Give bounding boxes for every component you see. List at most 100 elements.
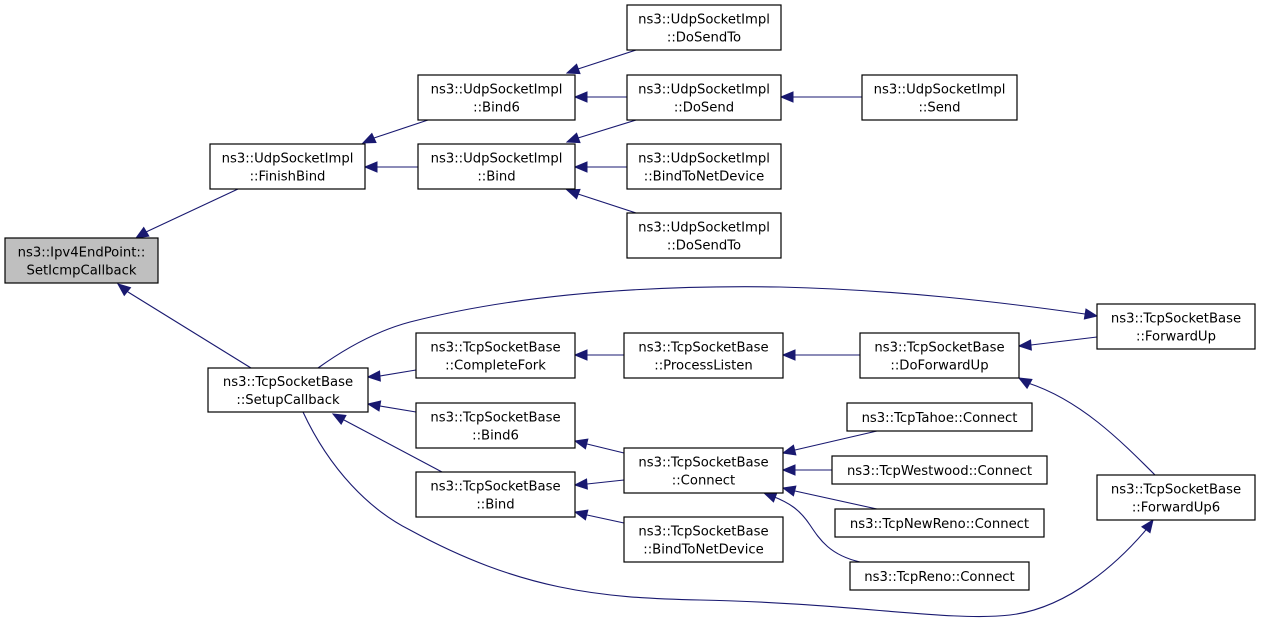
edge-udp_bind6-to-udp_finishbind	[361, 119, 429, 144]
node-label: ::Bind	[476, 498, 514, 513]
arrow-head-icon	[361, 132, 377, 144]
edge-line	[343, 419, 443, 473]
node-tcp-setupcallback[interactable]: ns3::TcpSocketBase::SetupCallback	[207, 367, 369, 413]
node-box	[846, 402, 1033, 432]
node-tcp-connect[interactable]: ns3::TcpSocketBase::Connect	[623, 447, 784, 494]
node-label: ::ForwardUp6	[1132, 501, 1220, 516]
arrow-head-icon	[573, 478, 588, 490]
node-label: ns3::UdpSocketImpl	[431, 152, 563, 167]
node-label: ns3::TcpSocketBase	[1111, 483, 1241, 498]
node-root[interactable]: ns3::Ipv4EndPoint::SetIcmpCallback	[4, 237, 159, 284]
edge-udp_bindtonetdevice-to-udp_bind	[573, 161, 627, 173]
node-tcp-forwardup6[interactable]: ns3::TcpSocketBase::ForwardUp6	[1096, 474, 1256, 521]
edge-line	[302, 411, 1146, 618]
edge-line	[127, 291, 252, 369]
node-label: ::DoSend	[674, 101, 734, 116]
arrow-head-icon	[134, 226, 150, 239]
arrow-head-icon	[779, 91, 794, 103]
node-label: ::FinishBind	[250, 170, 326, 185]
edge-udp_dosendto_2-to-udp_bind	[565, 188, 637, 214]
node-label: ns3::UdpSocketImpl	[431, 83, 563, 98]
arrow-head-icon	[781, 485, 797, 497]
arrow-head-icon	[565, 132, 581, 144]
node-tcp-bind[interactable]: ns3::TcpSocketBase::Bind	[415, 471, 576, 518]
node-label: ns3::TcpSocketBase	[223, 375, 353, 390]
node-newreno-connect[interactable]: ns3::TcpNewReno::Connect	[834, 508, 1045, 538]
node-udp-finishbind[interactable]: ns3::UdpSocketImpl::FinishBind	[209, 143, 366, 190]
node-udp-dosendto-2[interactable]: ns3::UdpSocketImpl::DoSendTo	[626, 212, 782, 259]
edge-reno_connect-to-tcp_connect	[762, 492, 861, 563]
arrow-head-icon	[781, 464, 796, 476]
edge-line	[586, 514, 625, 524]
arrow-head-icon	[781, 444, 797, 456]
edge-line	[586, 443, 625, 454]
node-box	[417, 74, 576, 121]
edge-tcp_setupcallback-to-root	[116, 283, 252, 369]
edge-line	[794, 490, 878, 510]
edge-line	[586, 479, 625, 485]
edge-line	[577, 119, 637, 139]
edge-line	[379, 405, 417, 413]
node-label: ::DoSendTo	[667, 239, 741, 254]
edge-tcp_setupcallback-to-tcp_forwardup	[317, 286, 1099, 369]
node-udp-bind6[interactable]: ns3::UdpSocketImpl::Bind6	[417, 74, 576, 121]
node-label: ::ForwardUp	[1136, 330, 1216, 345]
edge-tcp_completefork-to-tcp_setupcallback	[366, 369, 417, 382]
node-label: ::BindToNetDevice	[644, 170, 764, 185]
edge-line	[577, 193, 637, 214]
arrow-head-icon	[565, 63, 581, 75]
node-tcp-processlisten[interactable]: ns3::TcpSocketBase::ProcessListen	[623, 332, 784, 379]
node-box	[207, 367, 369, 413]
node-udp-dosend[interactable]: ns3::UdpSocketImpl::DoSend	[626, 74, 782, 121]
edge-line	[317, 286, 1086, 369]
edge-line	[1030, 336, 1098, 346]
node-label: ns3::TcpReno::Connect	[864, 570, 1014, 585]
node-label: ::Bind	[477, 170, 515, 185]
node-box	[1096, 474, 1256, 521]
arrow-head-icon	[573, 349, 588, 361]
node-udp-bindtonetdevice[interactable]: ns3::UdpSocketImpl::BindToNetDevice	[626, 143, 782, 190]
edge-udp_dosend-to-udp_bind	[565, 119, 637, 144]
arrow-head-icon	[573, 161, 588, 173]
node-label: ns3::TcpTahoe::Connect	[862, 411, 1018, 426]
node-box	[415, 471, 576, 518]
edge-westwood_connect-to-tcp_connect	[781, 464, 832, 476]
node-label: ns3::UdpSocketImpl	[638, 83, 770, 98]
node-udp-bind[interactable]: ns3::UdpSocketImpl::Bind	[417, 143, 576, 190]
node-tcp-forwardup[interactable]: ns3::TcpSocketBase::ForwardUp	[1096, 303, 1256, 350]
node-label: ::BindToNetDevice	[643, 543, 763, 558]
node-tcp-bindtonetdevice[interactable]: ns3::TcpSocketBase::BindToNetDevice	[623, 516, 784, 563]
node-box	[626, 4, 782, 51]
node-tahoe-connect[interactable]: ns3::TcpTahoe::Connect	[846, 402, 1033, 432]
arrow-head-icon	[781, 349, 796, 361]
node-box	[849, 561, 1030, 591]
arrow-head-icon	[331, 413, 347, 426]
arrow-head-icon	[1140, 518, 1154, 534]
node-box	[623, 447, 784, 494]
arrow-head-icon	[573, 438, 589, 450]
node-label: ns3::UdpSocketImpl	[638, 221, 770, 236]
node-label: ::DoForwardUp	[890, 359, 988, 374]
node-box	[626, 212, 782, 259]
arrow-head-icon	[1083, 308, 1099, 320]
edge-udp_dosendto_1-to-udp_bind6	[565, 49, 637, 75]
arrow-head-icon	[573, 91, 588, 103]
node-tcp-completefork[interactable]: ns3::TcpSocketBase::CompleteFork	[415, 332, 576, 379]
node-tcp-doforwardup[interactable]: ns3::TcpSocketBase::DoForwardUp	[859, 332, 1020, 379]
node-westwood-connect[interactable]: ns3::TcpWestwood::Connect	[831, 455, 1048, 485]
node-label: ::Bind6	[473, 101, 520, 116]
arrow-head-icon	[762, 492, 778, 503]
node-udp-send[interactable]: ns3::UdpSocketImpl::Send	[861, 74, 1018, 121]
node-udp-dosendto-1[interactable]: ns3::UdpSocketImpl::DoSendTo	[626, 4, 782, 51]
edge-udp_finishbind-to-root	[134, 188, 239, 239]
node-tcp-bind6[interactable]: ns3::TcpSocketBase::Bind6	[415, 402, 576, 449]
node-box	[623, 516, 784, 563]
edge-line	[379, 369, 417, 377]
node-box	[209, 143, 366, 190]
edge-udp_bind-to-udp_finishbind	[363, 161, 418, 173]
edge-line	[771, 495, 861, 563]
node-reno-connect[interactable]: ns3::TcpReno::Connect	[849, 561, 1030, 591]
node-box	[1096, 303, 1256, 350]
node-label: ::Send	[918, 101, 960, 116]
edge-tcp_bind6-to-tcp_setupcallback	[366, 400, 417, 413]
